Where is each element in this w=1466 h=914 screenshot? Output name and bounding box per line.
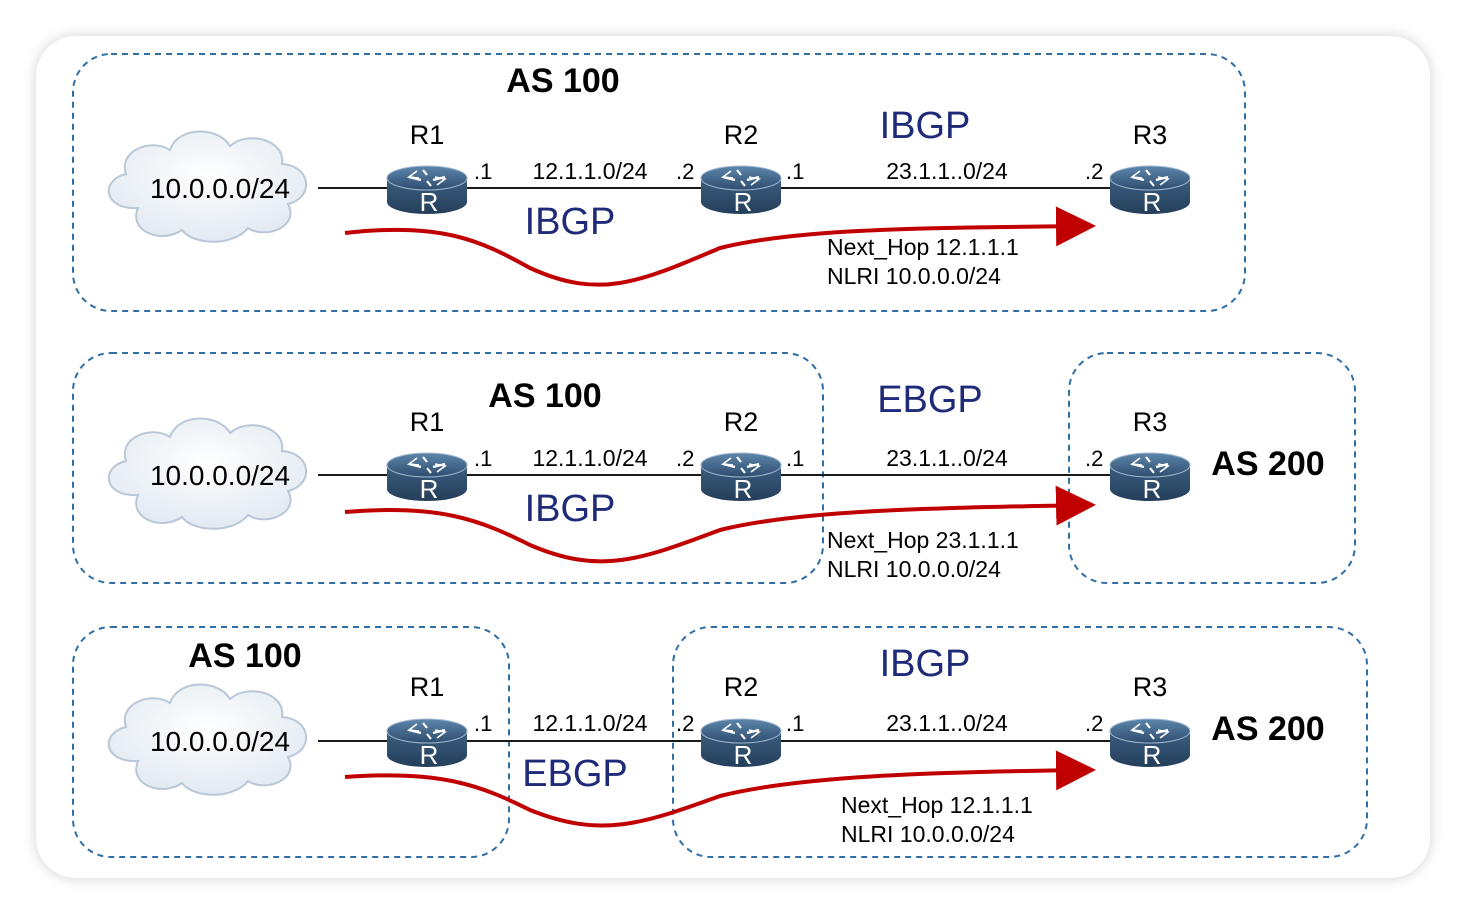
router-icon-r2: R bbox=[699, 717, 783, 770]
as-boundary-as100 bbox=[72, 53, 1246, 312]
route-advertisement-arrow bbox=[344, 485, 1096, 564]
router-icon-r2: R bbox=[699, 164, 783, 217]
subnet-label-r1-r2: 12.1.1.0/24 bbox=[532, 710, 647, 736]
svg-text:R: R bbox=[1143, 474, 1162, 504]
router-label-r1: R1 bbox=[410, 672, 445, 702]
port-label: .2 bbox=[676, 711, 694, 736]
svg-text:R: R bbox=[1143, 740, 1162, 770]
route-advertisement-arrow bbox=[344, 206, 1096, 287]
as-label: AS 100 bbox=[488, 377, 601, 415]
subnet-label-r2-r3: 23.1.1..0/24 bbox=[886, 445, 1008, 471]
scenario-3: AS 100 AS 200 IBGP 10.0.0.0/24 R1 R2 R3 … bbox=[72, 626, 1368, 858]
as-label: AS 100 bbox=[188, 637, 301, 675]
router-label-r3: R3 bbox=[1133, 407, 1168, 437]
lower-protocol-label: IBGP bbox=[525, 488, 616, 530]
router-icon-r3: R bbox=[1108, 451, 1192, 504]
router-label-r3: R3 bbox=[1133, 672, 1168, 702]
as-label: AS 200 bbox=[1211, 445, 1324, 483]
top-protocol-label: IBGP bbox=[880, 643, 971, 685]
nlri-text: NLRI 10.0.0.0/24 bbox=[827, 556, 1001, 582]
router-label-r3: R3 bbox=[1133, 120, 1168, 150]
port-label: .2 bbox=[1085, 159, 1103, 184]
subnet-label-r2-r3: 23.1.1..0/24 bbox=[886, 158, 1008, 184]
cloud-prefix: 10.0.0.0/24 bbox=[150, 173, 290, 204]
as-label: AS 100 bbox=[506, 62, 619, 100]
lower-protocol-label: EBGP bbox=[522, 753, 628, 795]
port-label: .1 bbox=[786, 446, 804, 471]
router-icon-r1: R bbox=[385, 717, 469, 770]
next-hop-text: Next_Hop 23.1.1.1 bbox=[827, 527, 1019, 553]
router-label-r2: R2 bbox=[724, 407, 759, 437]
as-boundary-as200 bbox=[672, 626, 1368, 858]
port-label: .1 bbox=[474, 159, 492, 184]
subnet-label-r2-r3: 23.1.1..0/24 bbox=[886, 710, 1008, 736]
port-label: .2 bbox=[1085, 711, 1103, 736]
port-label: .2 bbox=[676, 159, 694, 184]
port-label: .1 bbox=[786, 711, 804, 736]
port-label: .1 bbox=[474, 446, 492, 471]
router-label-r1: R1 bbox=[410, 120, 445, 150]
lower-protocol-label: IBGP bbox=[525, 201, 616, 243]
port-label: .2 bbox=[1085, 446, 1103, 471]
next-hop-text: Next_Hop 12.1.1.1 bbox=[841, 792, 1033, 818]
router-icon-r3: R bbox=[1108, 164, 1192, 217]
nlri-text: NLRI 10.0.0.0/24 bbox=[841, 821, 1015, 847]
as-label: AS 200 bbox=[1211, 710, 1324, 748]
route-advertisement-arrow bbox=[344, 750, 1096, 828]
port-label: .1 bbox=[786, 159, 804, 184]
as-boundary-as200 bbox=[1068, 352, 1356, 584]
subnet-label-r1-r2: 12.1.1.0/24 bbox=[532, 158, 647, 184]
svg-text:R: R bbox=[734, 474, 753, 504]
router-label-r2: R2 bbox=[724, 120, 759, 150]
svg-text:R: R bbox=[420, 474, 439, 504]
router-icon-r2: R bbox=[699, 451, 783, 504]
port-label: .1 bbox=[474, 711, 492, 736]
cloud-prefix: 10.0.0.0/24 bbox=[150, 726, 290, 757]
cloud-prefix: 10.0.0.0/24 bbox=[150, 460, 290, 491]
svg-text:R: R bbox=[420, 740, 439, 770]
svg-text:R: R bbox=[1143, 187, 1162, 217]
subnet-label-r1-r2: 12.1.1.0/24 bbox=[532, 445, 647, 471]
scenario-1: AS 100 IBGP 10.0.0.0/24 R1 R2 R3 R R R .… bbox=[72, 53, 1246, 312]
port-label: .2 bbox=[676, 446, 694, 471]
svg-text:R: R bbox=[734, 740, 753, 770]
router-icon-r1: R bbox=[385, 164, 469, 217]
top-protocol-label: IBGP bbox=[880, 105, 971, 147]
top-protocol-label: EBGP bbox=[877, 379, 983, 421]
svg-text:R: R bbox=[420, 187, 439, 217]
nlri-text: NLRI 10.0.0.0/24 bbox=[827, 263, 1001, 289]
router-label-r2: R2 bbox=[724, 672, 759, 702]
scenario-2: AS 100 AS 200 EBGP 10.0.0.0/24 R1 R2 R3 … bbox=[72, 352, 1356, 584]
svg-text:R: R bbox=[734, 187, 753, 217]
router-label-r1: R1 bbox=[410, 407, 445, 437]
next-hop-text: Next_Hop 12.1.1.1 bbox=[827, 234, 1019, 260]
router-icon-r3: R bbox=[1108, 717, 1192, 770]
router-icon-r1: R bbox=[385, 451, 469, 504]
